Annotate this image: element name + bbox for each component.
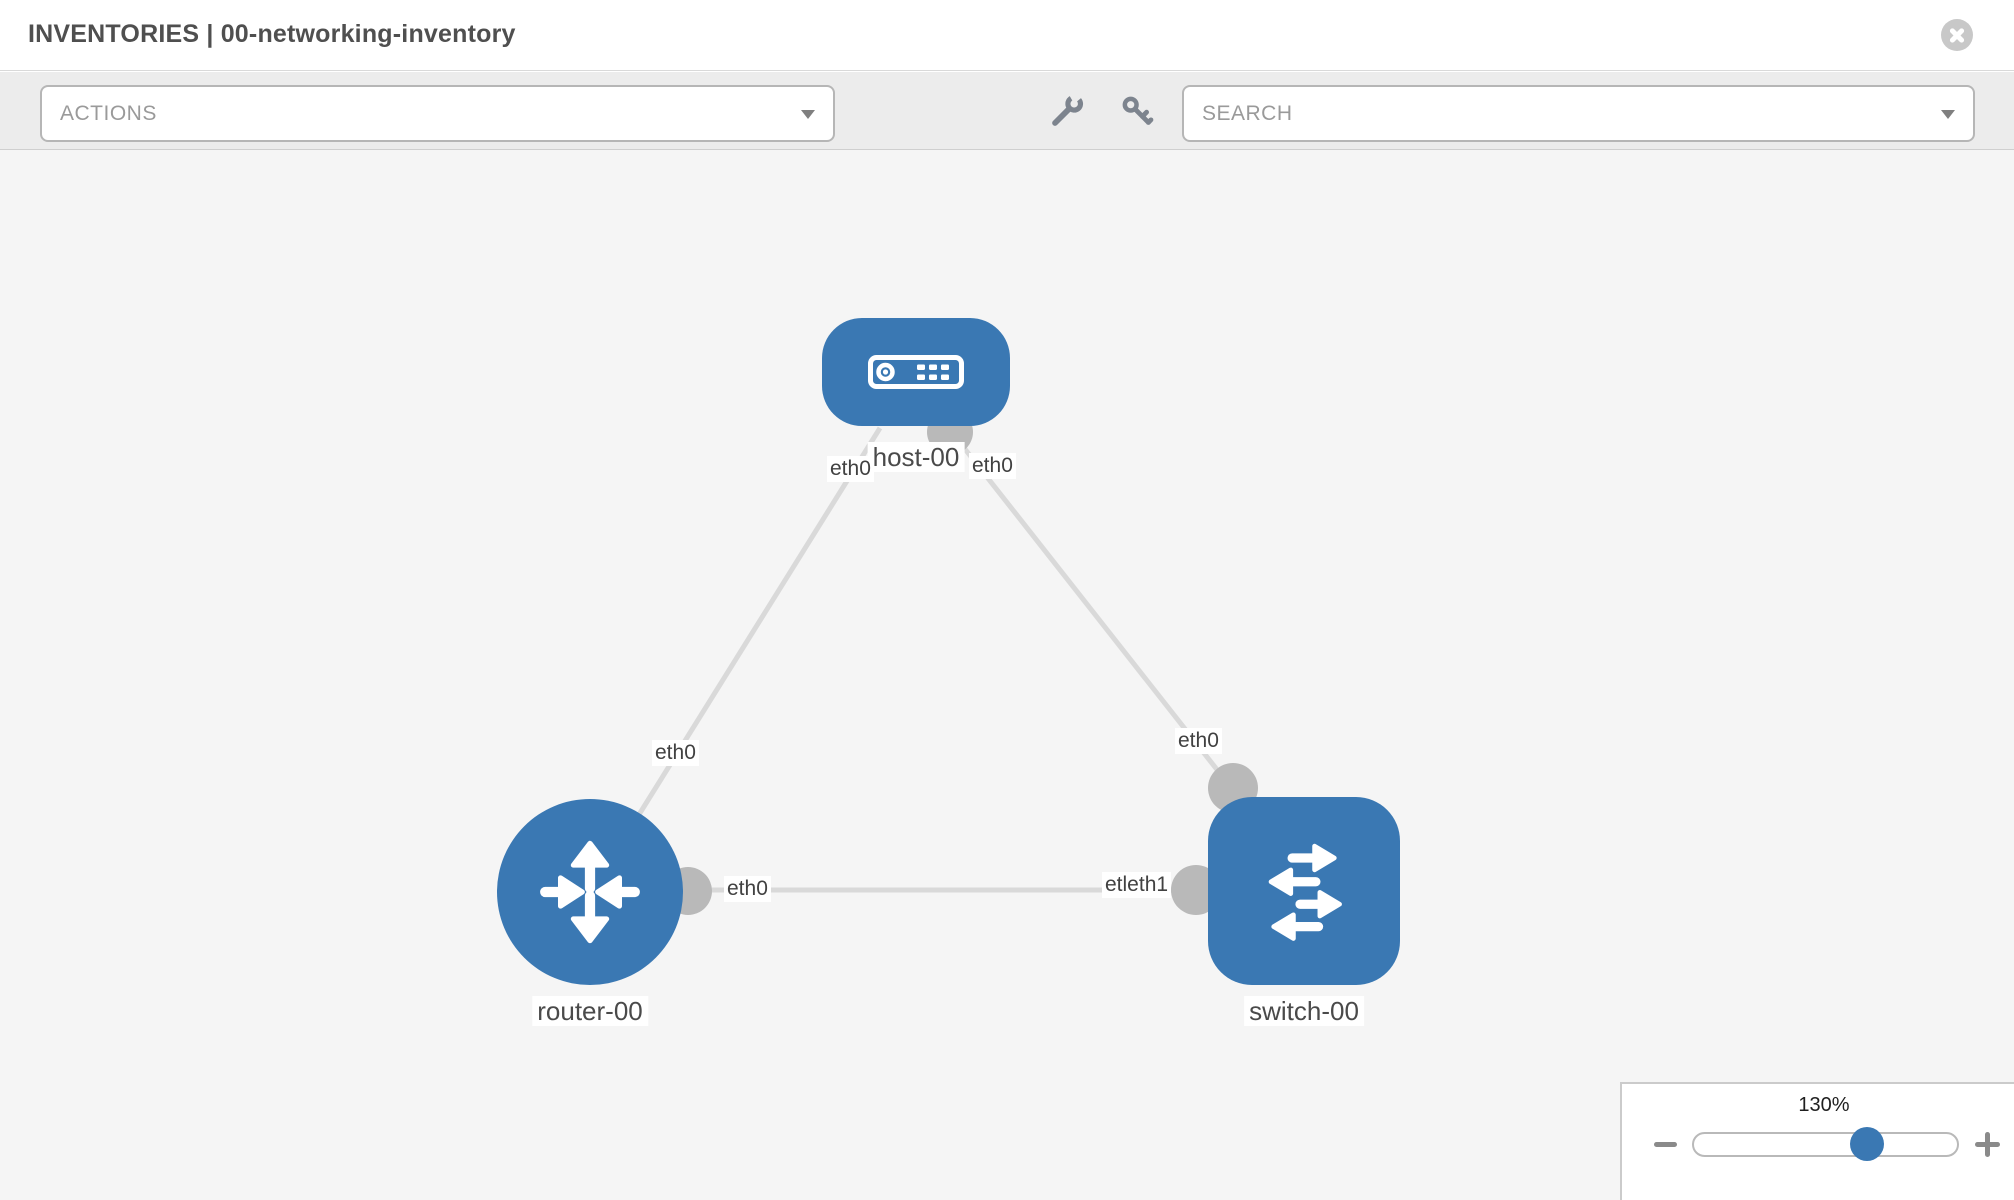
node-host-00[interactable] bbox=[822, 318, 1010, 426]
port-label-switch-eth0-top: eth0 bbox=[1175, 728, 1222, 754]
node-label-host-00: host-00 bbox=[867, 442, 965, 472]
actions-dropdown[interactable]: ACTIONS bbox=[40, 85, 835, 142]
toolbar: ACTIONS SEARCH bbox=[0, 72, 2014, 150]
chevron-down-icon bbox=[801, 109, 815, 119]
zoom-slider[interactable] bbox=[1692, 1127, 1959, 1161]
node-label-switch-00: switch-00 bbox=[1244, 996, 1364, 1026]
node-switch-00[interactable] bbox=[1208, 797, 1400, 985]
search-placeholder: SEARCH bbox=[1202, 101, 1293, 125]
zoom-level-value: 130% bbox=[1798, 1094, 1850, 1116]
zoom-in-plus-icon[interactable] bbox=[1975, 1132, 2000, 1157]
actions-dropdown-label: ACTIONS bbox=[60, 101, 157, 125]
zoom-out-minus-icon[interactable] bbox=[1654, 1142, 1677, 1147]
switch-icon bbox=[1268, 843, 1342, 941]
chevron-down-icon bbox=[1941, 109, 1955, 119]
port-label-host-eth0-left: eth0 bbox=[827, 456, 874, 482]
wrench-icon[interactable] bbox=[1049, 93, 1085, 129]
header: INVENTORIES | 00-networking-inventory bbox=[0, 0, 2014, 71]
port-label-router-eth0-right: eth0 bbox=[724, 876, 771, 902]
zoom-slider-thumb[interactable] bbox=[1850, 1127, 1884, 1161]
topology-canvas[interactable] bbox=[0, 150, 2014, 1200]
search-dropdown[interactable]: SEARCH bbox=[1182, 85, 1975, 142]
port-label-router-eth0-top: eth0 bbox=[652, 740, 699, 766]
node-router-00[interactable] bbox=[497, 799, 683, 985]
router-icon bbox=[540, 840, 640, 944]
key-icon[interactable] bbox=[1119, 93, 1155, 129]
host-icon bbox=[868, 355, 964, 389]
zoom-panel: 130% bbox=[1620, 1082, 2014, 1200]
port-label-switch-eth1-left: etleth1 bbox=[1102, 872, 1172, 898]
port-label-host-eth0-right: eth0 bbox=[969, 453, 1016, 479]
page-title: INVENTORIES | 00-networking-inventory bbox=[28, 20, 516, 48]
close-icon[interactable] bbox=[1941, 19, 1973, 51]
node-label-router-00: router-00 bbox=[532, 996, 648, 1026]
